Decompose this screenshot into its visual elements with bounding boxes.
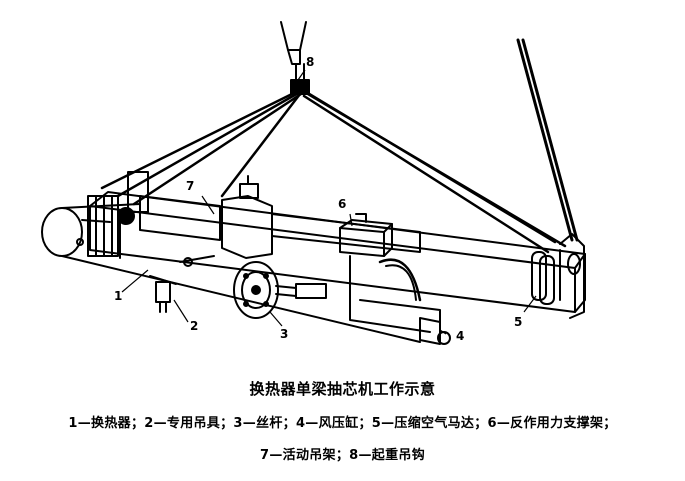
lifting-cables bbox=[100, 90, 567, 254]
inclined-pole bbox=[516, 38, 579, 242]
callout-8: 8 bbox=[306, 55, 314, 69]
extractor-diagram: 8 7 6 1 2 3 4 5 bbox=[41, 21, 586, 345]
reaction-support bbox=[339, 213, 441, 335]
screw-rod bbox=[179, 255, 327, 319]
callout-6: 6 bbox=[338, 197, 346, 211]
figure-caption: 换热器单梁抽芯机工作示意 bbox=[249, 380, 436, 398]
lifting-fixture bbox=[149, 275, 177, 313]
legend-line-1: 1—换热器；2—专用吊具；3—丝杆；4—风压缸；5—压缩空气马达；6—反作用力支… bbox=[68, 416, 617, 431]
callout-5: 5 bbox=[514, 315, 522, 329]
callout-2: 2 bbox=[190, 319, 198, 333]
callout-1: 1 bbox=[114, 289, 122, 303]
callout-3: 3 bbox=[280, 327, 288, 341]
callout-7: 7 bbox=[186, 179, 194, 193]
left-hanger bbox=[87, 171, 149, 257]
legend-line-2: 7—活动吊架；8—起重吊钩 bbox=[260, 448, 425, 463]
callout-4: 4 bbox=[456, 329, 464, 343]
air-motor bbox=[531, 233, 585, 319]
crane-hook bbox=[280, 21, 310, 95]
